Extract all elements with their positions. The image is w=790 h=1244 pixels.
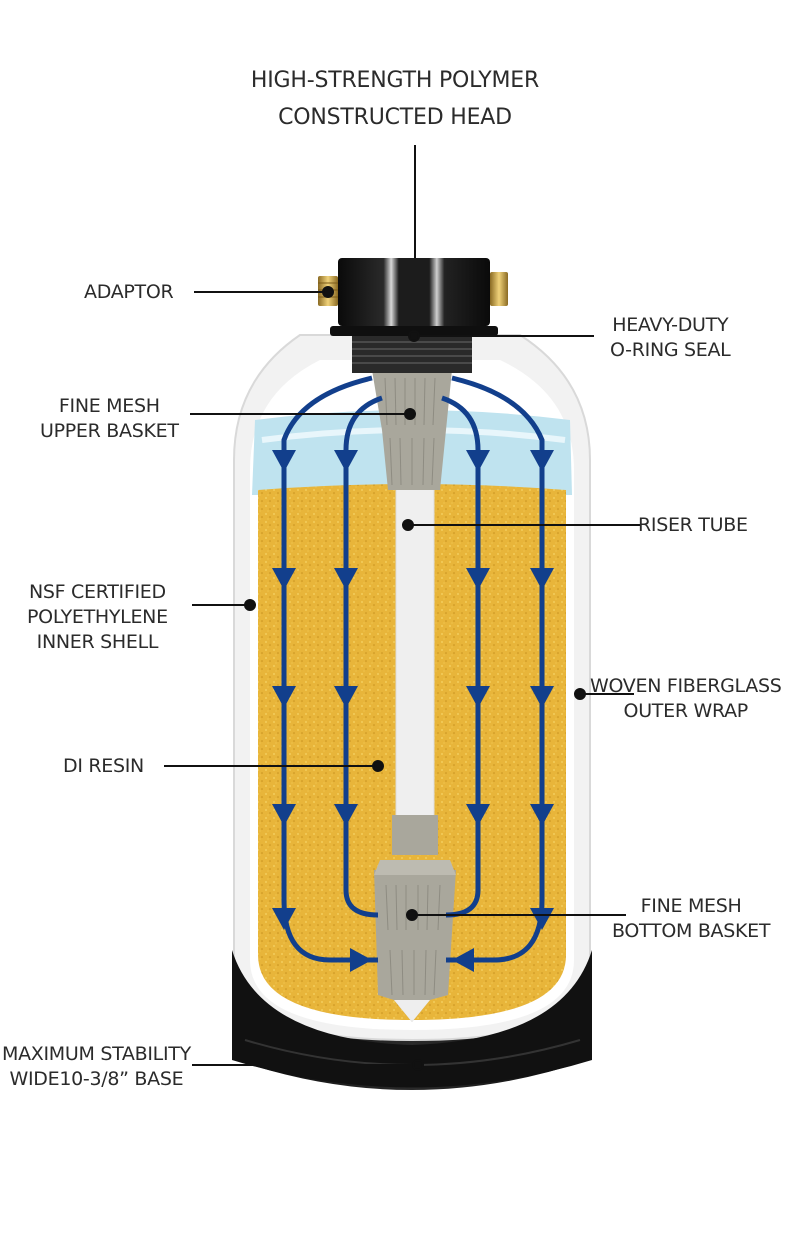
arrow-head	[530, 908, 554, 930]
title-line-2: CONSTRUCTED HEAD	[278, 105, 512, 130]
arrow-head	[530, 568, 554, 590]
label-adaptor: ADAPTOR	[84, 281, 174, 303]
base-front	[232, 950, 592, 1088]
bottom-basket	[374, 870, 456, 1022]
arrow-head	[530, 804, 554, 826]
title-line-1: HIGH-STRENGTH POLYMER	[250, 68, 540, 93]
arrow-head	[334, 450, 358, 472]
label-base: MAXIMUM STABILITY WIDE10-3/8” BASE	[2, 1043, 191, 1090]
arrow-head	[272, 450, 296, 472]
label-di-resin: DI RESIN	[63, 755, 144, 777]
riser-tube	[395, 469, 435, 821]
arrow-head	[272, 804, 296, 826]
arrow-head	[350, 948, 372, 972]
arrow-head	[466, 450, 490, 472]
label-upper-basket: FINE MESH UPPER BASKET	[40, 395, 179, 442]
arrow-head	[466, 568, 490, 590]
arrow-head	[272, 908, 296, 930]
arrow-head	[272, 568, 296, 590]
flow-path-outer-left	[281, 375, 378, 963]
arrow-head	[466, 686, 490, 708]
label-inner-shell: NSF CERTIFIED POLYETHYLENE INNER SHELL	[27, 581, 168, 653]
arrow-head	[334, 568, 358, 590]
arrow-head	[530, 450, 554, 472]
polymer-head	[338, 258, 490, 326]
flow-path-outer-right	[446, 375, 545, 963]
adaptor-right	[490, 272, 508, 306]
head-title: HIGH-STRENGTH POLYMER CONSTRUCTED HEAD	[0, 62, 790, 136]
arrow-head	[530, 686, 554, 708]
label-outer-wrap: WOVEN FIBERGLASS OUTER WRAP	[590, 675, 782, 722]
upper-basket	[372, 370, 452, 490]
arrow-head	[272, 686, 296, 708]
label-bottom-basket: FINE MESH BOTTOM BASKET	[612, 895, 771, 942]
arrow-head	[452, 948, 474, 972]
arrow-head	[466, 804, 490, 826]
arrow-head	[334, 804, 358, 826]
arrow-head	[334, 686, 358, 708]
label-oring-seal: HEAVY-DUTY O-RING SEAL	[610, 314, 731, 361]
label-riser-tube: RISER TUBE	[638, 514, 748, 536]
